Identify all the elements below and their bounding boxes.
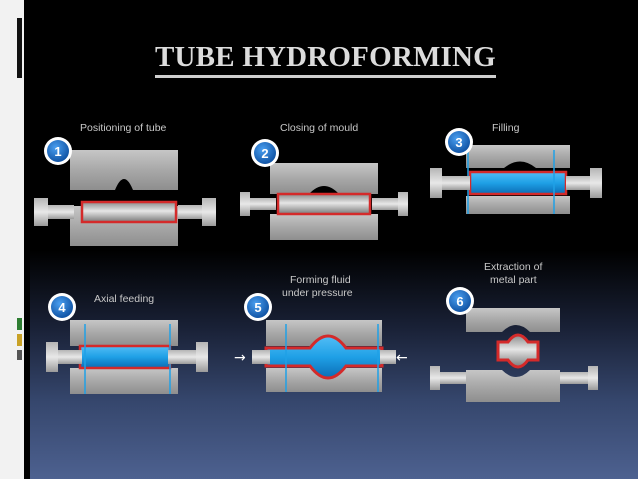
upper-die: [70, 150, 178, 190]
push-arrow-icon: →: [234, 350, 246, 366]
lower-die: [70, 368, 178, 394]
left-decorative-bar: [0, 0, 24, 479]
step-3: Filling 3: [430, 122, 602, 214]
step-5: → ← Forming fluid under pressure 5: [234, 274, 408, 392]
step-number-badge: 2: [251, 139, 279, 167]
step-6: Extraction of metal part 6: [430, 261, 598, 402]
left-stripe-4: [17, 350, 22, 360]
left-punch: [252, 350, 270, 364]
step-1: Positioning of tube 1: [34, 122, 216, 246]
left-bar-edge: [24, 0, 30, 479]
formed-part: [496, 333, 540, 369]
step-label-line-2: metal part: [490, 274, 537, 286]
step-label: Positioning of tube: [80, 122, 167, 134]
push-arrow-icon: ←: [396, 350, 408, 366]
slide-title: TUBE HYDROFORMING: [155, 40, 496, 78]
right-punch-flange: [196, 342, 208, 372]
step-label-line-2: under pressure: [282, 287, 353, 299]
lower-die: [266, 368, 382, 392]
right-punch-flange: [202, 198, 216, 226]
step-2: Closing of mould 2: [240, 122, 408, 240]
lower-die: [466, 196, 570, 214]
left-stripe-2: [17, 318, 22, 330]
step-label-line-1: Extraction of: [484, 261, 542, 273]
svg-text:4: 4: [58, 300, 66, 315]
step-number-badge: 4: [48, 293, 76, 321]
left-punch-flange: [240, 192, 250, 216]
right-punch: [372, 198, 406, 210]
tube: [80, 200, 178, 224]
expanded-tube: [264, 334, 384, 380]
svg-text:5: 5: [254, 300, 261, 315]
right-punch-flange: [590, 168, 602, 198]
fluid-filled-tube: [468, 170, 568, 196]
upper-die: [266, 320, 382, 346]
left-punch-flange: [430, 366, 440, 390]
step-label: Axial feeding: [94, 293, 154, 305]
left-punch-flange: [46, 342, 58, 372]
right-punch-flange: [398, 192, 408, 216]
step-label: Filling: [492, 122, 520, 134]
step-number-badge: 3: [445, 128, 473, 156]
svg-text:1: 1: [54, 144, 61, 159]
upper-die: [466, 145, 570, 168]
step-number-badge: 5: [244, 293, 272, 321]
svg-text:3: 3: [455, 135, 462, 150]
left-punch-flange: [34, 198, 48, 226]
fluid-filled-tube: [78, 344, 172, 370]
left-stripe-1: [17, 18, 22, 78]
lower-die: [270, 214, 378, 240]
svg-text:2: 2: [261, 146, 268, 161]
step-number-badge: 1: [44, 137, 72, 165]
upper-die: [270, 163, 378, 194]
step-label: Closing of mould: [280, 122, 358, 134]
step-label-line-1: Forming fluid: [290, 274, 351, 286]
svg-text:6: 6: [456, 294, 463, 309]
left-punch-flange: [430, 168, 442, 198]
tube: [276, 192, 372, 216]
hydroforming-diagram: Positioning of tube 1 Closing of mould 2: [34, 122, 602, 402]
upper-die: [466, 308, 560, 332]
left-stripe-3: [17, 334, 22, 346]
right-punch: [380, 350, 396, 364]
lower-die: [466, 370, 560, 402]
right-punch-flange: [588, 366, 598, 390]
step-number-badge: 6: [446, 287, 474, 315]
step-4: Axial feeding 4: [46, 293, 208, 394]
upper-die: [70, 320, 178, 346]
